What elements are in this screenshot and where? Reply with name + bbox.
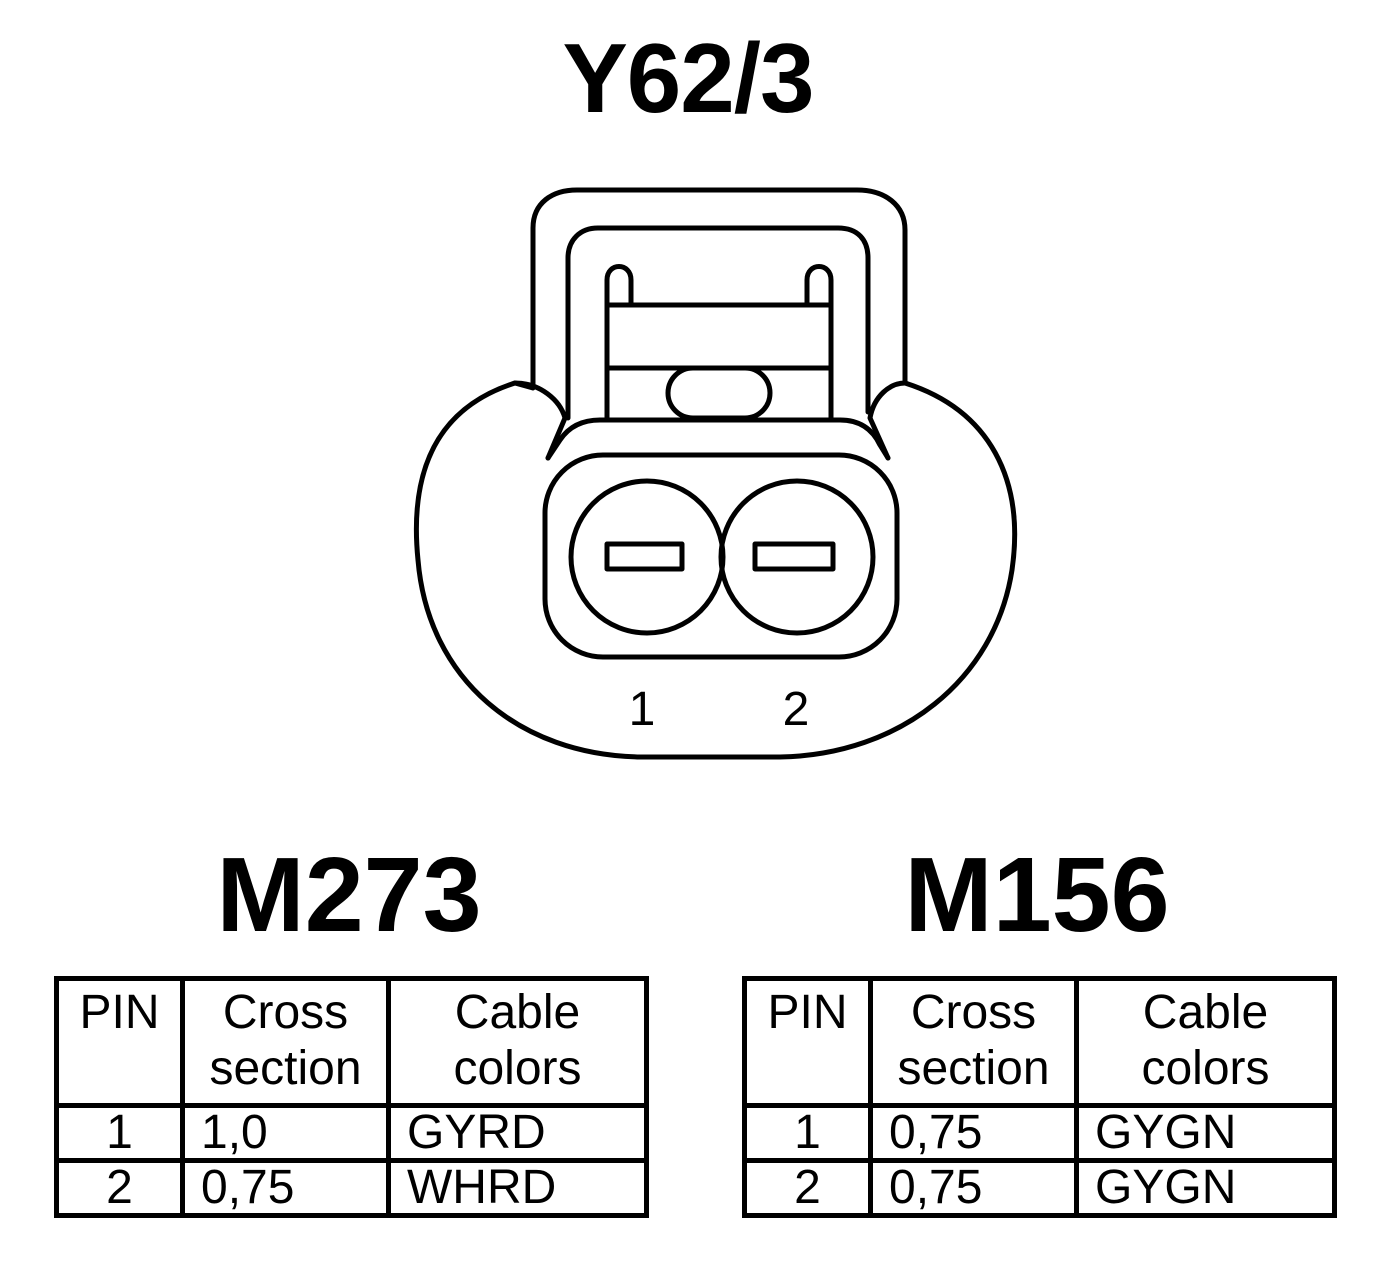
pin-cavity-frame — [542, 452, 900, 660]
pin-table-m156: PIN Cross section Cable colors 1 0,75 GY… — [742, 976, 1337, 1218]
engine-title-m156: M156 — [904, 836, 1170, 954]
pin-2-contact — [752, 541, 836, 572]
header-cross-line1: Cross — [222, 986, 349, 1039]
cell-pin: 2 — [742, 1158, 873, 1218]
cell-cable-color: GYGN — [1074, 1103, 1337, 1163]
cell-cable-color: GYRD — [386, 1103, 649, 1163]
right-prong — [804, 264, 834, 421]
pin-label-1: 1 — [628, 683, 656, 736]
latch-frame-outer — [512, 187, 908, 391]
header-cross-line1: Cross — [910, 986, 1037, 1039]
cell-pin: 1 — [742, 1103, 873, 1163]
header-cable-line1: Cable — [454, 986, 581, 1039]
pin-1-socket — [568, 478, 726, 636]
left-prong — [604, 264, 634, 421]
right-shoulder — [867, 380, 908, 461]
header-pin: PIN — [742, 976, 873, 1108]
header-cable-colors: Cable colors — [386, 976, 649, 1108]
header-cross-line2: section — [897, 1042, 1050, 1095]
header-cross-section: Cross section — [868, 976, 1079, 1108]
pin-2-socket — [718, 478, 876, 636]
pin-table-m273: PIN Cross section Cable colors 1 1,0 GYR… — [54, 976, 649, 1218]
connector-title: Y62/3 — [562, 23, 814, 133]
cell-cable-color: WHRD — [386, 1158, 649, 1218]
table-row: 1 0,75 GYGN — [742, 1103, 1337, 1163]
pin-label-2: 2 — [782, 683, 810, 736]
cell-cross-section: 0,75 — [868, 1158, 1079, 1218]
cell-cross-section: 0,75 — [180, 1158, 391, 1218]
header-cable-line2: colors — [1141, 1042, 1270, 1095]
header-pin: PIN — [54, 976, 185, 1108]
header-cable-line1: Cable — [1142, 986, 1269, 1039]
cell-pin: 2 — [54, 1158, 185, 1218]
header-cable-line2: colors — [453, 1042, 582, 1095]
header-pin-label: PIN — [79, 986, 160, 1039]
header-pin-label: PIN — [767, 986, 848, 1039]
table-row: 2 0,75 WHRD — [54, 1158, 649, 1218]
header-cable-colors: Cable colors — [1074, 976, 1337, 1108]
table-row: 1 1,0 GYRD — [54, 1103, 649, 1163]
inner-shroud — [545, 417, 891, 461]
cell-cable-color: GYGN — [1074, 1158, 1337, 1218]
cell-pin: 1 — [54, 1103, 185, 1163]
engine-title-m273: M273 — [216, 836, 482, 954]
table-header-row: PIN Cross section Cable colors — [742, 976, 1337, 1108]
table-row: 2 0,75 GYGN — [742, 1158, 1337, 1218]
release-button — [665, 365, 773, 421]
cell-cross-section: 1,0 — [180, 1103, 391, 1163]
connector-drawing — [413, 187, 1018, 760]
left-shoulder — [512, 380, 568, 461]
header-cross-line2: section — [209, 1042, 362, 1095]
pin-1-contact — [604, 541, 685, 572]
table-header-row: PIN Cross section Cable colors — [54, 976, 649, 1108]
connector-housing — [413, 380, 1018, 760]
cell-cross-section: 0,75 — [868, 1103, 1079, 1163]
header-cross-section: Cross section — [180, 976, 391, 1108]
latch-frame-inner — [565, 225, 871, 421]
